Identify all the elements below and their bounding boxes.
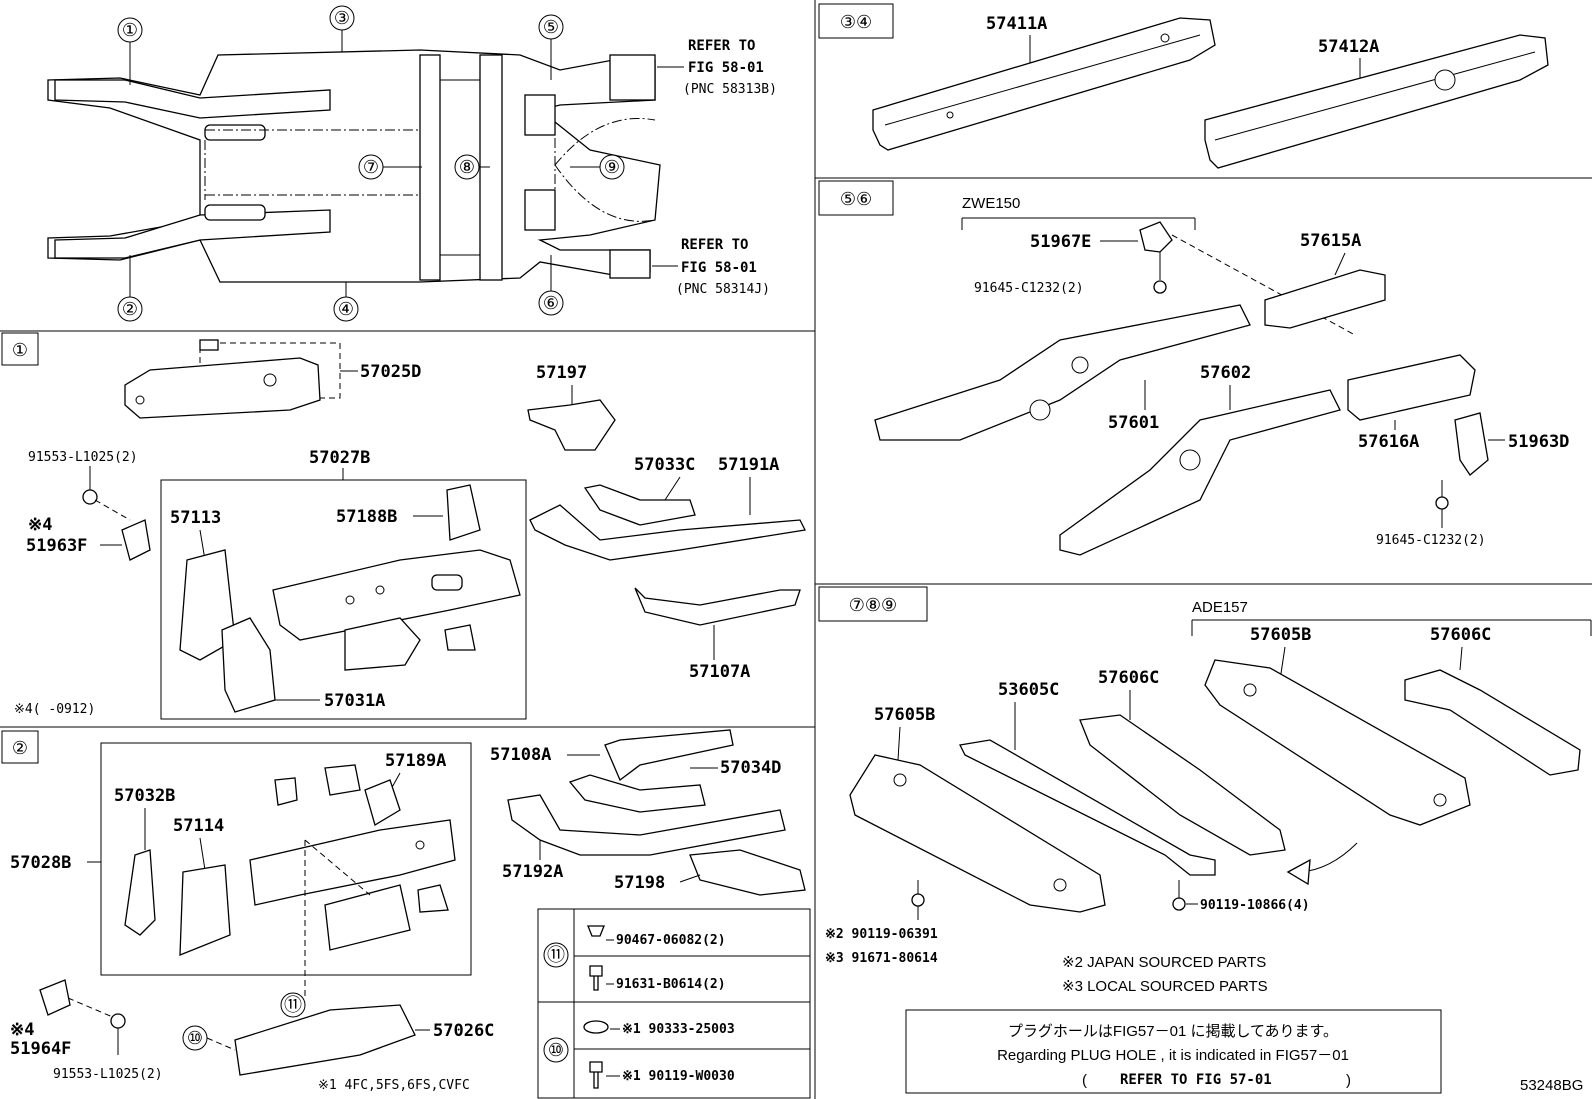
bolt-icon [589, 1061, 603, 1089]
part-91553-L1025-s2[interactable]: 91553-L1025(2) [53, 1067, 163, 1082]
plug-hole-ref[interactable]: REFER TO FIG 57-01 [1120, 1072, 1272, 1088]
plug-hole-note-jp: プラグホールはFIG57－01 に掲載してあります。 [1008, 1023, 1338, 1040]
plug-icon [583, 1020, 609, 1034]
section-7-8-9: ⑦⑧⑨ ADE157 57605B 57606C 53605C 57606C 5… [818, 586, 1592, 1094]
part-57034D[interactable]: 57034D [720, 758, 781, 778]
refer-bottom-2: FIG 58-01 [681, 260, 757, 276]
part-57032B[interactable]: 57032B [114, 786, 175, 806]
part-57107A[interactable]: 57107A [689, 662, 750, 682]
plug-hole-note-en: Regarding PLUG HOLE , it is indicated in… [997, 1047, 1349, 1064]
part-57602[interactable]: 57602 [1200, 363, 1251, 383]
section-1-tag: ① [12, 340, 28, 361]
part-90333-25003[interactable]: ※1 90333-25003 [622, 1022, 735, 1037]
part-51964F[interactable]: 51964F [10, 1039, 71, 1059]
part-57198[interactable]: 57198 [614, 873, 665, 893]
callout-5: ⑤ [543, 17, 559, 38]
part-57033C[interactable]: 57033C [634, 455, 695, 475]
callout-3: ③ [334, 8, 350, 29]
table-callout-11: ⑪ [547, 945, 565, 966]
part-91645-C1232-b[interactable]: 91645-C1232(2) [1376, 533, 1486, 548]
part-57616A[interactable]: 57616A [1358, 432, 1419, 452]
part-57412A[interactable]: 57412A [1318, 37, 1379, 57]
part-57601[interactable]: 57601 [1108, 413, 1159, 433]
part-57411A[interactable]: 57411A [986, 14, 1047, 34]
note-star4-s1: ※4 [28, 515, 52, 535]
section-2-tag: ② [12, 738, 28, 759]
part-91671-80614[interactable]: ※3 91671-80614 [825, 951, 938, 966]
part-91645-C1232-a[interactable]: 91645-C1232(2) [974, 281, 1084, 296]
part-57189A[interactable]: 57189A [385, 751, 446, 771]
section-3-4: ③④ 57411A 57412A [818, 3, 1549, 169]
part-57108A[interactable]: 57108A [490, 745, 551, 765]
callout-11-s2: ⑪ [284, 995, 302, 1016]
part-57027B[interactable]: 57027B [309, 448, 370, 468]
note-star4-date: ※4( -0912) [14, 702, 95, 717]
refer-top-1: REFER TO [688, 38, 755, 54]
part-57113[interactable]: 57113 [170, 508, 221, 528]
refer-bottom-3: (PNC 58314J) [676, 282, 770, 297]
note-star4-s2: ※4 [10, 1020, 34, 1040]
part-57606C-ade[interactable]: 57606C [1430, 625, 1491, 645]
clip-icon [587, 925, 605, 937]
part-90119-06391[interactable]: ※2 90119-06391 [825, 927, 938, 942]
plug-ref-open: ( [1082, 1072, 1087, 1089]
plug-ref-close: ) [1346, 1072, 1351, 1089]
part-91631-B0614[interactable]: 91631-B0614(2) [616, 977, 726, 992]
part-57031A[interactable]: 57031A [324, 691, 385, 711]
part-57028B[interactable]: 57028B [10, 853, 71, 873]
variant-ADE157: ADE157 [1192, 599, 1248, 616]
refer-top-2: FIG 58-01 [688, 60, 764, 76]
table-callout-10: ⑩ [548, 1040, 564, 1061]
overview-underbody [47, 49, 661, 283]
part-51967E[interactable]: 51967E [1030, 232, 1091, 252]
section-7-8-9-tag: ⑦⑧⑨ [849, 595, 897, 616]
fastener-table: ⑪ ⑩ 90467-06082(2) 91631-B0614(2) ※1 903… [537, 908, 811, 1099]
part-51963D[interactable]: 51963D [1508, 432, 1569, 452]
part-57605B-ade[interactable]: 57605B [1250, 625, 1311, 645]
overview-callouts: ① ③ ⑤ ⑦ ⑧ ⑨ ② ④ ⑥ REFER TO FIG 58-01 (PN… [117, 5, 777, 322]
section-1: ① 57025D 91553-L1025(2) ※4 51963F 57197 … [1, 332, 806, 720]
section-2: ② 57189A 57032B 57114 57028B 57108A 5703… [1, 729, 806, 1093]
part-57192A[interactable]: 57192A [502, 862, 563, 882]
part-91553-L1025-s1[interactable]: 91553-L1025(2) [28, 450, 138, 465]
refer-top-3: (PNC 58313B) [683, 82, 777, 97]
part-90467-06082[interactable]: 90467-06082(2) [616, 933, 726, 948]
refer-bottom-1: REFER TO [681, 237, 748, 253]
section-5-6-tag: ⑤⑥ [840, 189, 872, 210]
callout-2: ② [122, 299, 138, 320]
part-53605C[interactable]: 53605C [998, 680, 1059, 700]
part-51963F[interactable]: 51963F [26, 536, 87, 556]
section-5-6: ⑤⑥ ZWE150 51967E 91645-C1232(2) 57615A 5… [818, 180, 1569, 556]
part-57615A[interactable]: 57615A [1300, 231, 1361, 251]
part-57114[interactable]: 57114 [173, 816, 224, 836]
callout-4: ④ [338, 299, 354, 320]
note-star1: ※1 4FC,5FS,6FS,CVFC [318, 1078, 470, 1093]
illustration-code: 53248BG [1520, 1077, 1583, 1094]
callout-8: ⑧ [459, 157, 475, 178]
bolt-icon [589, 965, 603, 991]
section-3-4-tag: ③④ [840, 12, 872, 33]
note-japan-sourced: ※2 JAPAN SOURCED PARTS [1062, 954, 1266, 971]
callout-7: ⑦ [363, 157, 379, 178]
variant-ZWE150: ZWE150 [962, 195, 1020, 212]
part-57197[interactable]: 57197 [536, 363, 587, 383]
note-local-sourced: ※3 LOCAL SOURCED PARTS [1062, 978, 1268, 995]
part-90119-10866[interactable]: 90119-10866(4) [1200, 898, 1310, 913]
part-57026C[interactable]: 57026C [433, 1021, 494, 1041]
part-57606C[interactable]: 57606C [1098, 668, 1159, 688]
part-57188B[interactable]: 57188B [336, 507, 397, 527]
callout-6: ⑥ [543, 293, 559, 314]
part-57605B[interactable]: 57605B [874, 705, 935, 725]
part-57025D[interactable]: 57025D [360, 362, 421, 382]
callout-1: ① [122, 20, 138, 41]
part-57191A[interactable]: 57191A [718, 455, 779, 475]
callout-9: ⑨ [604, 157, 620, 178]
part-90119-W0030[interactable]: ※1 90119-W0030 [622, 1069, 735, 1084]
callout-10-s2: ⑩ [187, 1028, 203, 1049]
